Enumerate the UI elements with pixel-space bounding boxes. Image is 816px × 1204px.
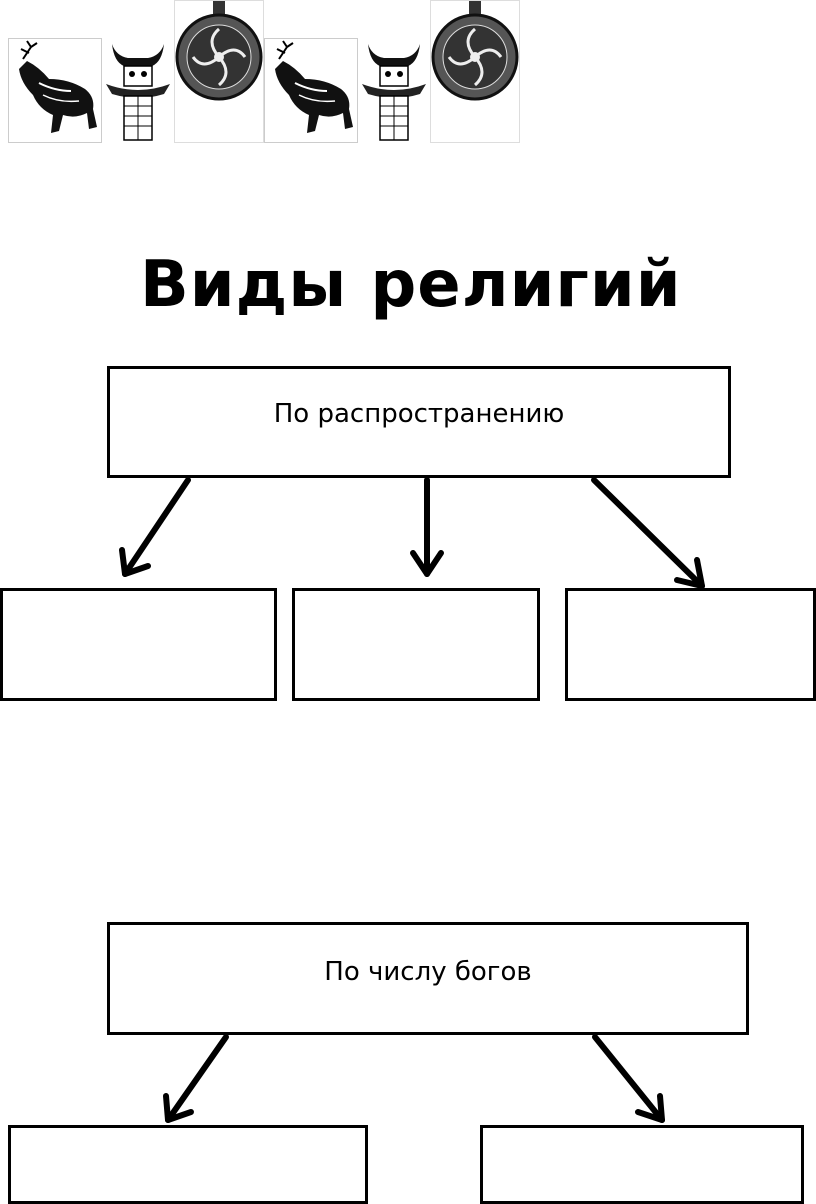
amulet-icon [430, 0, 520, 143]
diagram-bottom-root-box: По числу богов [107, 922, 749, 1035]
arrow-top-left-head [119, 547, 151, 577]
arrow-bottom-right [592, 1034, 665, 1123]
page-title: Виды религий [140, 248, 682, 322]
diagram-top-child-box[interactable] [0, 588, 277, 701]
arrow-top-right [591, 477, 705, 589]
idol-icon [102, 38, 174, 143]
diagram-bottom-child-box[interactable] [8, 1125, 368, 1204]
arrow-bottom-right-head [635, 1093, 665, 1123]
diagram-bottom-child-box[interactable] [480, 1125, 804, 1204]
arrow-top-middle-head [410, 550, 444, 577]
diagram-top-child-box[interactable] [565, 588, 816, 701]
arrow-bottom-left-head [163, 1093, 194, 1123]
deer-icon [8, 38, 102, 143]
diagram-top-root-label: По распространению [273, 399, 565, 429]
diagram-top-root-box: По распространению [107, 366, 731, 478]
amulet-icon [174, 0, 264, 143]
idol-icon [358, 38, 430, 143]
arrow-top-left [122, 477, 191, 577]
deer-icon [264, 38, 358, 143]
arrow-top-right-head [674, 557, 705, 589]
diagram-bottom-root-label: По числу богов [324, 957, 532, 987]
diagram-top-child-box[interactable] [292, 588, 540, 701]
arrow-bottom-left [165, 1034, 229, 1123]
header-image-strip [8, 0, 520, 145]
